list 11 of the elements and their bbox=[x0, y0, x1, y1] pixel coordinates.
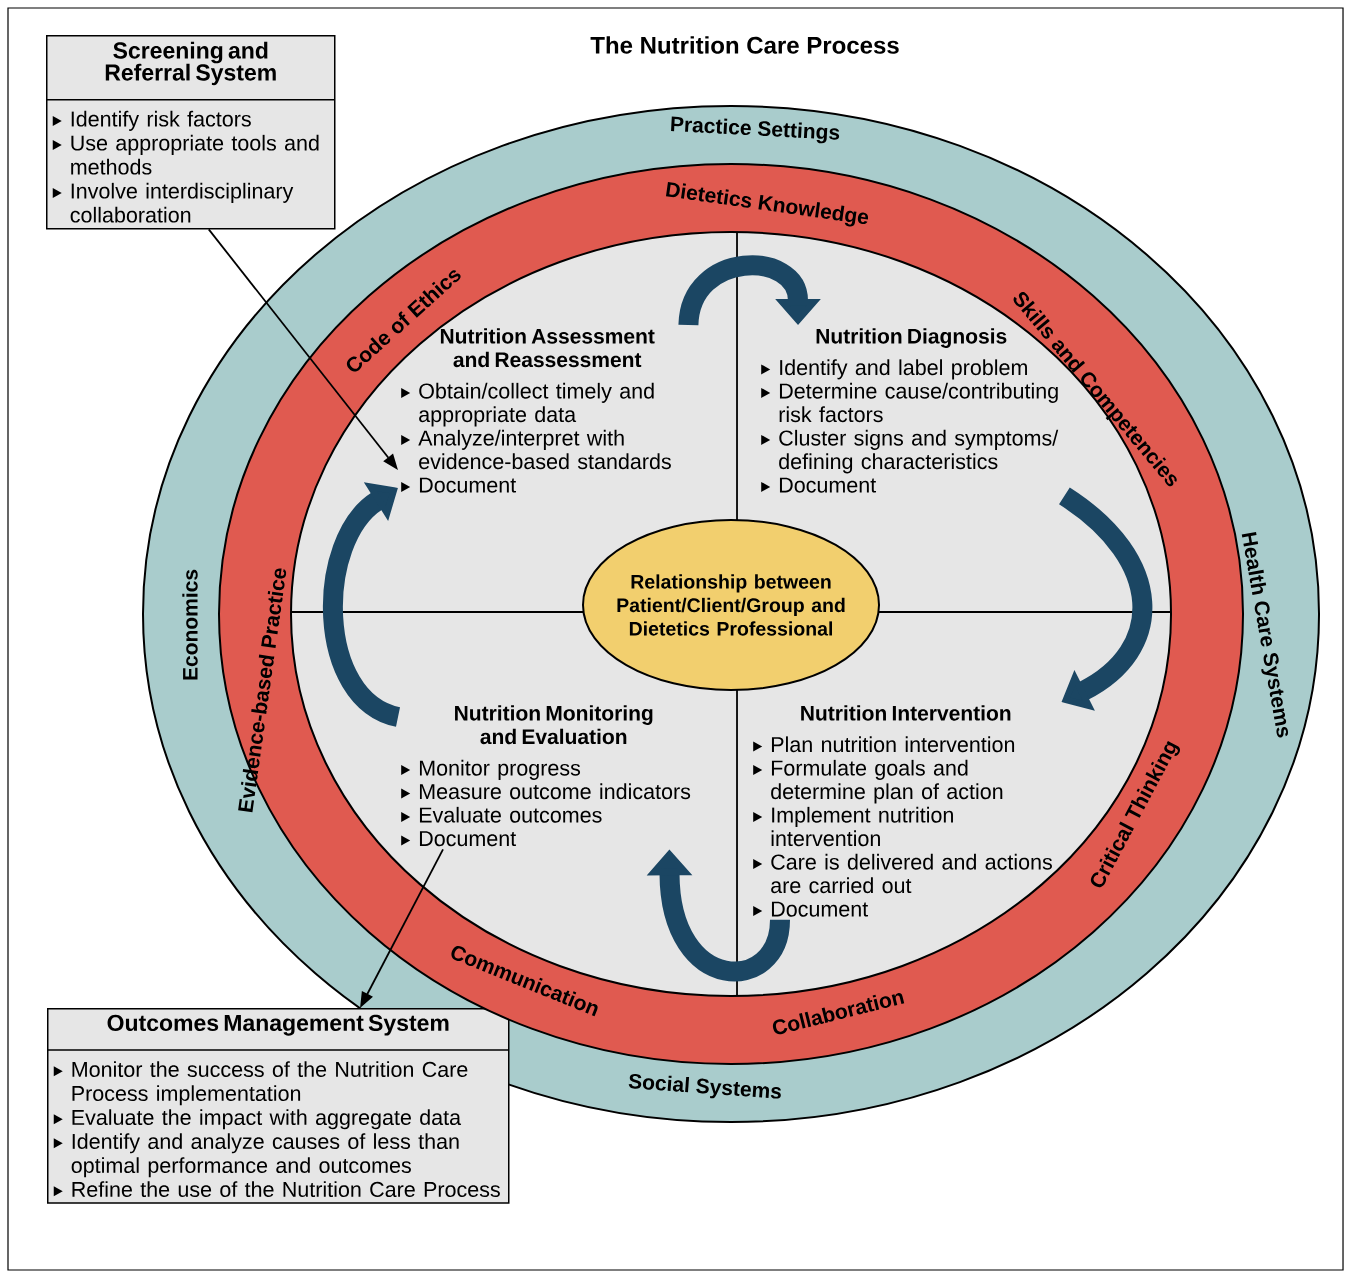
text-box: Screening and Referral System Identify risk factors Use appropriate tools and methods Involve interdisciplinary collaboration bbox=[46, 35, 336, 230]
band-label: Social Systems bbox=[628, 1073, 781, 1099]
step-text: Nutrition Monitoring and Evaluation Monitor progress Measure outcome indicators Evaluate outcomes Document bbox=[401, 705, 691, 847]
band-label: Health Care Systems bbox=[1241, 531, 1289, 738]
step-text: Nutrition Intervention Plan nutrition intervention Formulate goals and determine plan of action Implement nutrition intervention Care is delivered and actions are carried out Document bbox=[753, 705, 1052, 917]
cycle-arrow bbox=[1058, 487, 1153, 711]
title: The Nutrition Care Process bbox=[590, 36, 899, 54]
band-label: Practice Settings bbox=[671, 116, 840, 144]
text-box: Outcomes Management System Monitor the success of the Nutrition Care Process implementation Evaluate the impact with aggregate data Identify and analyze causes of less than optimal performance and outcomes Refine the use of the Nutrition Care Process bbox=[47, 1008, 510, 1204]
band-label: Economics bbox=[182, 569, 198, 680]
band-label: Dietetics Knowledge bbox=[665, 181, 869, 227]
